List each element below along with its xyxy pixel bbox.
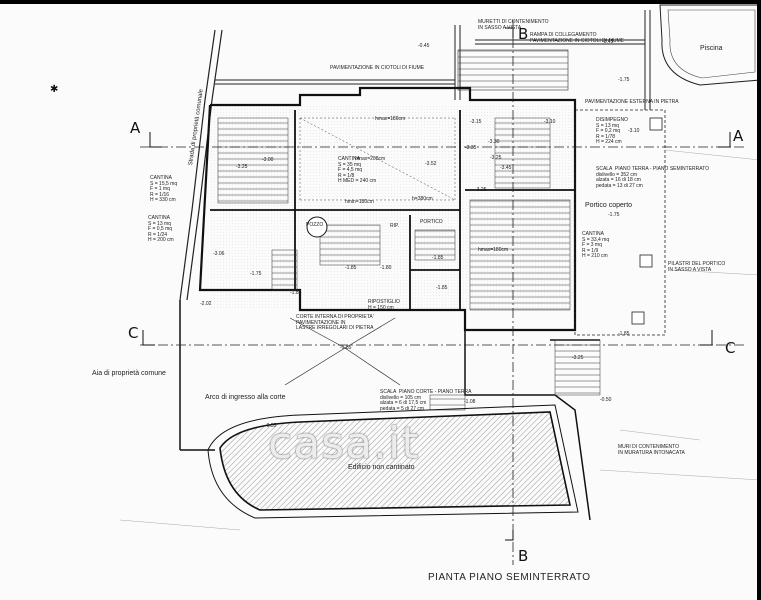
section-a-left: A [130, 119, 141, 137]
level-22: -1.85 [340, 345, 352, 351]
watermark: casa.it [268, 418, 420, 469]
label-h5: hmax=180cm [478, 247, 509, 253]
level-24: -0.55 [265, 423, 277, 429]
label-aia: Aia di proprietà comune [92, 370, 166, 377]
stair-left [217, 117, 289, 204]
level-20: -2.02 [200, 301, 212, 307]
level-16: -1.85 [345, 265, 357, 271]
label-h4: h=380cm [412, 196, 433, 202]
label-cantina-1: CANTINA S = 15,5 mq F = 1 mq R = 1/16 H … [150, 175, 178, 203]
label-portico-coperto: Portico coperto [585, 202, 633, 209]
level-17: -1.80 [380, 265, 392, 271]
sketch-margin [119, 149, 761, 531]
level-19: -1.85 [436, 285, 448, 291]
level-27: -3.45 [500, 165, 512, 171]
section-c-right: C [725, 339, 736, 357]
label-cantina-3: CANTINA S = 35 mq F = 4,5 mq R = 1/8 H M… [338, 156, 377, 184]
label-h3: hmin=180cm [345, 199, 374, 205]
section-c-left: C [128, 324, 139, 342]
level-5: -3.25 [236, 164, 248, 170]
label-rampa-2: PAVIMENTAZIONE IN CIOTOLI DI FIUME [530, 38, 625, 44]
label-pilastri: PILASTRI DEL PORTICO IN SASSO A VISTA [668, 261, 726, 273]
label-scala-corte: SCALA PIANO CORTE - PIANO TERRA dislivel… [380, 389, 472, 412]
level-10: -3.10 [544, 119, 556, 125]
level-28: -3.25 [475, 187, 487, 193]
asterisk-mark: ✱ [50, 84, 58, 95]
level-2: -0.45 [602, 39, 614, 45]
level-15: -1.85 [290, 290, 302, 296]
interior-walls [210, 110, 575, 310]
section-b-bottom: B [518, 547, 529, 565]
label-cantina-4: CANTINA S = 33,4 mq F = 3 mq R = 1/9 H =… [582, 231, 610, 259]
beams [299, 117, 456, 201]
section-a-right: A [733, 127, 744, 145]
label-h1: hmax=180cm [375, 116, 406, 122]
label-disimpegno: DISIMPEGNO S = 13 mq F = 0,2 mq R = 1/78… [596, 117, 628, 145]
stair-center [319, 224, 381, 266]
frame-top-edge [0, 0, 761, 4]
level-8: -3.30 [488, 139, 500, 145]
label-piscina: Piscina [700, 45, 723, 52]
label-muretti: MURETTI DI CONTENIMENTO [478, 19, 549, 25]
level-18: -1.85 [432, 255, 444, 261]
level-25: -1.08 [464, 399, 476, 405]
level-12: -1.75 [608, 212, 620, 218]
level-9: -3.25 [490, 155, 502, 161]
label-pav-esterna: PAVIMENTAZIONE ESTERNA IN PIETRA [585, 99, 679, 105]
label-edificio: Edificio non cantinato [348, 464, 415, 471]
label-ripostiglio: RIPOSTIGLIO H = 150 cm [368, 299, 400, 311]
level-1: -0.45 [418, 43, 430, 49]
level-6: -3.52 [425, 161, 437, 167]
level-26: -3.15 [470, 119, 482, 125]
label-muretti-2: IN SASSO A VISTA [478, 25, 522, 31]
portico-coperto [574, 109, 666, 336]
level-23: -0.50 [600, 397, 612, 403]
courtyard-slopes [284, 317, 401, 386]
level-14: -1.75 [250, 271, 262, 277]
stair-portico [414, 229, 456, 261]
stair-lower-left [271, 249, 298, 291]
section-markers [142, 27, 731, 541]
stair-right [494, 117, 551, 189]
level-7: -3.35 [465, 145, 477, 151]
label-arco: Arco di ingresso alla corte [205, 394, 286, 401]
label-h2: hmax=208cm [355, 156, 386, 162]
label-portico: PORTICO [420, 219, 443, 225]
level-13: -3.06 [213, 251, 225, 257]
level-3: -1.75 [618, 77, 630, 83]
level-4: -3.00 [262, 157, 274, 163]
label-cantina-2: CANTINA S = 13 mq F = 0,5 mq R = 1/24 H … [148, 215, 174, 243]
level-21: -1.85 [618, 331, 630, 337]
label-scala-terra: SCALA PIANO TERRA - PIANO SEMINTERRATO d… [596, 166, 710, 189]
level-11: -3.10 [628, 128, 640, 134]
stair-right-lower [554, 339, 601, 396]
stair-corte [429, 394, 466, 411]
label-pav-ciotoli: PAVIMENTAZIONE IN CIOTOLI DI FIUME [330, 65, 425, 71]
pozzo-circle [306, 216, 328, 238]
stair-cantina4 [469, 199, 571, 311]
edificio-non-cantinato [219, 411, 571, 511]
top-boundary [215, 10, 651, 110]
label-pozzo: POZZO [306, 222, 324, 228]
left-boundary [179, 29, 223, 301]
pool [659, 4, 761, 86]
label-muri: MURI DI CONTENIMENTO IN MURATURA INTONAC… [618, 444, 685, 456]
level-29: -3.25 [572, 355, 584, 361]
section-b-top: B [518, 25, 529, 43]
label-rampa: RAMPA DI COLLEGAMENTO [530, 32, 597, 38]
section-lines [140, 20, 745, 565]
frame-right-edge [757, 0, 761, 600]
label-rip: RIP. [390, 223, 400, 229]
label-corte: CORTE INTERNA DI PROPRIETA' PAVIMENTAZIO… [296, 314, 374, 331]
plan-title: PIANTA PIANO SEMINTERRATO [428, 572, 591, 583]
